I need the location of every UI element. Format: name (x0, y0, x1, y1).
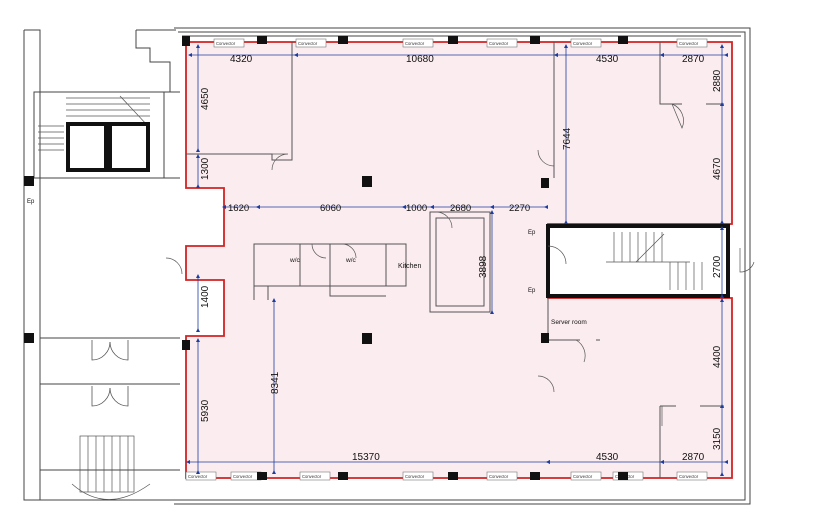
dim-mid-2: 6060 (320, 203, 341, 214)
door-swings (165, 103, 684, 426)
dim-right-2: 4670 (712, 157, 723, 180)
convector-label: Convector (188, 474, 208, 479)
dim-left-mid: 1300 (200, 157, 211, 180)
dim-mid-4: 2680 (450, 203, 471, 214)
dim-right-4: 4400 (712, 345, 723, 368)
dim-top-d: 2870 (682, 54, 705, 65)
convector-label: Convector (302, 474, 322, 479)
left-corridor-doors (91, 340, 129, 407)
dim-bottom-a: 15370 (352, 452, 380, 463)
stair-bottom-left (71, 435, 151, 500)
exterior-walls (174, 27, 751, 505)
convector-label: Convector (489, 41, 509, 46)
kitchen-label: Kitchen (398, 263, 421, 270)
dim-left-lower: 5930 (200, 399, 211, 422)
dim-core-height: 7644 (562, 127, 573, 150)
convector-label: Convector (573, 41, 593, 46)
dim-right-3: 2700 (712, 255, 723, 278)
dim-right-1: 2880 (712, 69, 723, 92)
dim-top-c: 4530 (596, 54, 619, 65)
dimension-lines (186, 44, 728, 476)
wc-label: w/c (345, 257, 357, 264)
lift-shafts (66, 122, 150, 172)
ep-label: Ep (528, 288, 536, 294)
convector-label: Convector (216, 41, 236, 46)
dim-top-b: 10680 (406, 54, 434, 65)
dim-mid-3: 1000 (406, 203, 427, 214)
dim-bottom-c: 2870 (682, 452, 705, 463)
dim-right-5: 3150 (712, 427, 723, 450)
convector-label: Convector (233, 474, 253, 479)
window-strip-top (213, 38, 708, 48)
structural-columns (24, 36, 628, 480)
stair-upper-left (38, 95, 150, 151)
convector-label: Convector (573, 474, 593, 479)
dim-left-door: 1400 (200, 285, 211, 308)
dim-bottom-b: 4530 (596, 452, 619, 463)
dim-core-vertical: 8341 (270, 371, 281, 394)
server-room-label: Server room (551, 319, 587, 326)
dim-mid-1: 1620 (228, 203, 249, 214)
dim-left-upper: 4650 (200, 87, 211, 110)
convector-label: Convector (679, 41, 699, 46)
dim-kitchen-depth: 3898 (478, 255, 489, 278)
service-core (546, 224, 755, 298)
convector-label: Convector (489, 474, 509, 479)
dim-mid-5: 2270 (509, 203, 530, 214)
wc-label: w/c (289, 257, 301, 264)
convector-label: Convector (679, 474, 699, 479)
ep-label: Ep (27, 199, 35, 205)
ep-label: Ep (528, 230, 536, 236)
convector-label: Convector (405, 41, 425, 46)
left-wing (23, 29, 180, 501)
convector-label: Convector (298, 41, 318, 46)
convector-label: Convector (405, 474, 425, 479)
dim-top-a: 4320 (230, 54, 253, 65)
